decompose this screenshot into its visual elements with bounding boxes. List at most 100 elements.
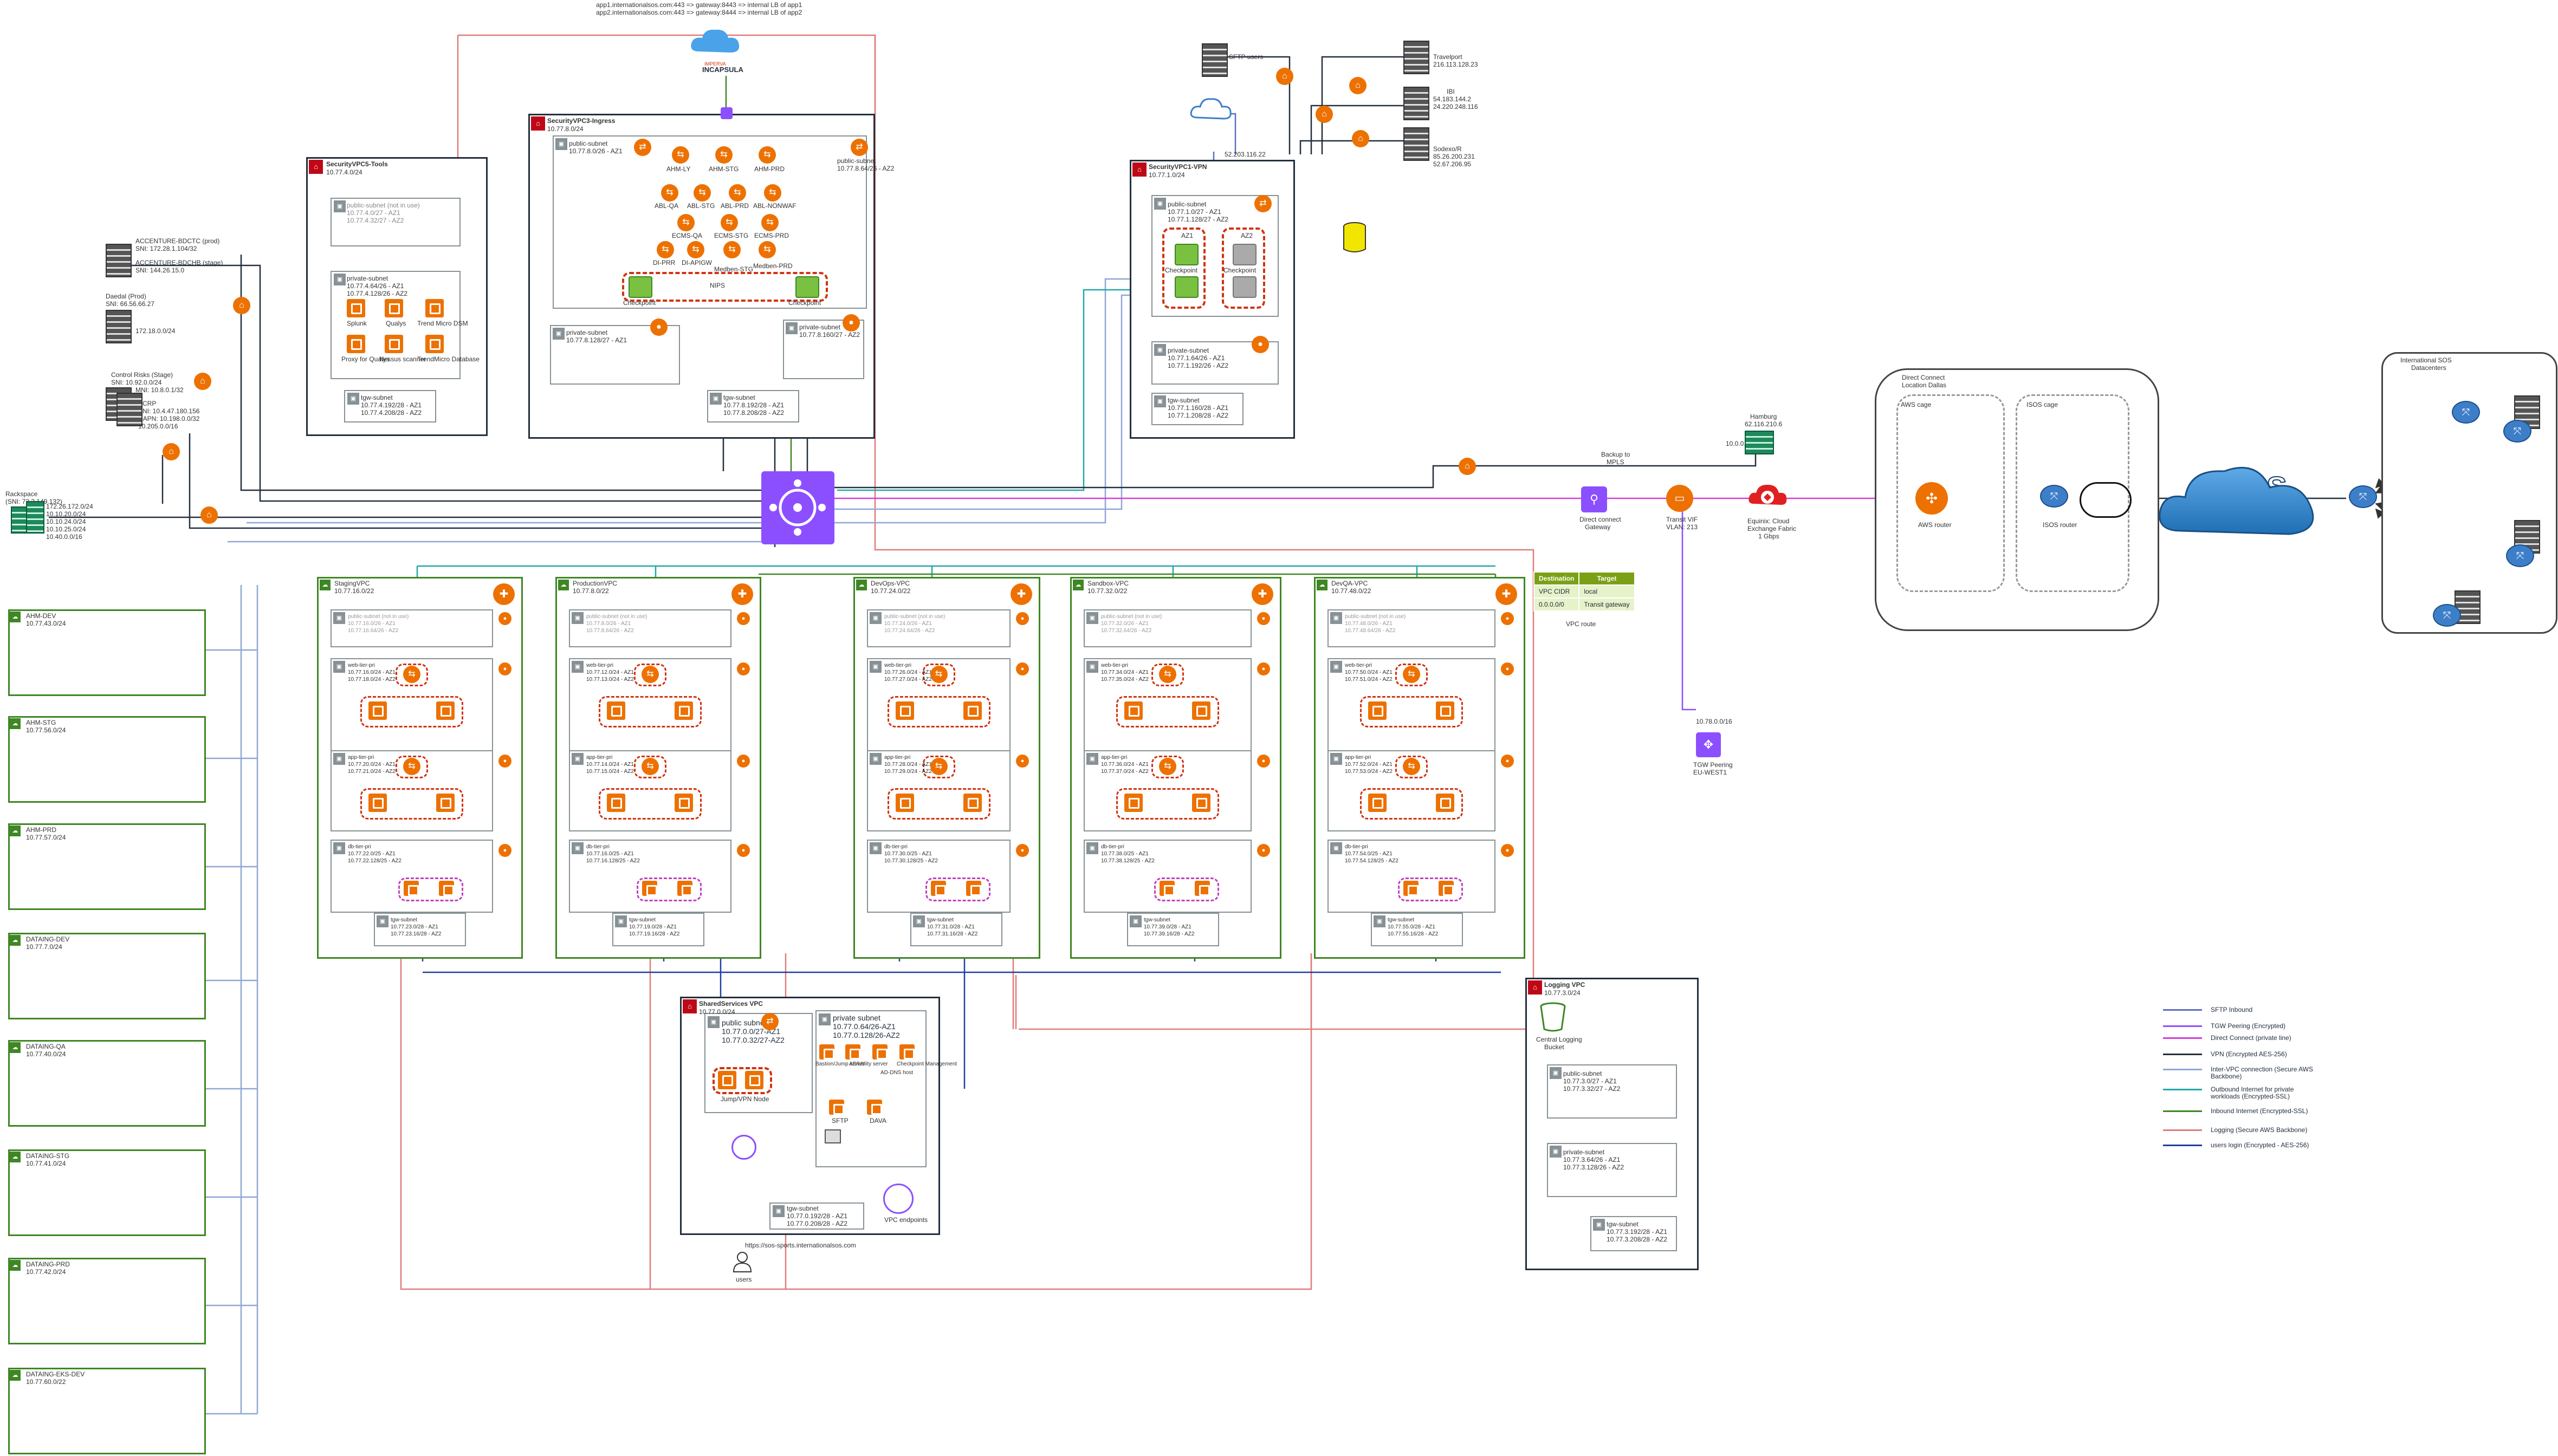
instance-group (887, 788, 990, 820)
sodexo-2: 85.26.200.231 (1433, 153, 1475, 160)
public-subnet (569, 609, 731, 647)
logging-bucket-icon (1539, 1002, 1567, 1032)
tgw-subnet (612, 913, 704, 946)
load-balancer-icon: ⇆ (930, 758, 948, 775)
alb-group (922, 664, 955, 686)
log-tgw-1: tgw-subnet (1607, 1220, 1639, 1228)
rackspace-label-1: Rackspace (5, 490, 38, 498)
dxgw-1: Direct connect (1579, 516, 1621, 523)
rds-icon (1439, 881, 1454, 896)
shared-cidr: 10.77.0.0/24 (699, 1008, 735, 1016)
legend-swatch (2163, 1069, 2202, 1070)
tgw-subnet (374, 913, 466, 946)
ec2-instance-icon (607, 701, 625, 720)
shared-title: SharedServices VPC (699, 1000, 763, 1007)
db-group (925, 877, 990, 901)
rds-icon (1195, 881, 1210, 896)
public-subnet-label: 10.77.24.64/26 - AZ2 (884, 628, 935, 634)
web-tier-subnet (867, 658, 1011, 753)
shared-priv-3: 10.77.0.128/26-AZ2 (833, 1031, 900, 1039)
subnet-icon: ▣ (1086, 612, 1098, 624)
alb-group (1395, 756, 1428, 778)
tools-pub-1: public-subnet (not in use) (347, 202, 420, 209)
ad-utility-icon (845, 1044, 860, 1060)
subnet-icon: ▣ (870, 753, 882, 765)
subnet-icon: ▣ (555, 138, 567, 150)
instance-group (599, 788, 702, 820)
ingress-pub2-a: public-subnet (837, 157, 876, 165)
rds-icon (439, 881, 454, 896)
app-tier-label: 10.77.52.0/24 - AZ1 (1345, 762, 1393, 768)
rt-header-target: Target (1578, 571, 1635, 586)
nat-gateway-icon: ✚ (731, 583, 753, 605)
app-tier-label: app-tier-pri (348, 755, 374, 760)
instance-group (1116, 788, 1219, 820)
app-splunk: Splunk (347, 320, 367, 327)
cp-left: Checkpoint (623, 299, 656, 307)
tgw-subnet-label: 10.77.55.0/28 - AZ1 (1388, 924, 1435, 930)
igw-icon: ⇄ (761, 1013, 779, 1030)
incapsula-cloud-icon (688, 24, 742, 57)
gateway-icon (721, 107, 733, 119)
db-tier-label: db-tier-pri (586, 844, 610, 850)
alb-group (396, 664, 428, 686)
web-tier-label: web-tier-pri (348, 662, 375, 668)
shared-pub-3: 10.77.0.32/27-AZ2 (722, 1036, 785, 1044)
db-tier-label: 10.77.22.0/25 - AZ1 (348, 851, 396, 857)
tgw-subnet-label: 10.77.55.16/28 - AZ2 (1388, 931, 1439, 937)
legend-item: Logging (Secure AWS Backbone) (2163, 1127, 2319, 1134)
alb-label: ABL-QA (655, 202, 679, 210)
ec2-instance-icon (895, 701, 914, 720)
vpn-priv-3: 10.77.1.192/26 - AZ2 (1168, 362, 1229, 369)
sftp-server-icon (1202, 43, 1228, 77)
vpn-eip: 52.203.116.22 (1225, 151, 1266, 158)
peering-2: EU-WEST1 (1693, 769, 1727, 776)
shared-priv-2: 10.77.0.64/26-AZ1 (833, 1022, 896, 1031)
tgw-subnet (1371, 913, 1463, 946)
logging-bucket-1: Central Logging (1536, 1036, 1582, 1043)
ec2-instance-icon (368, 794, 387, 812)
legend-swatch (2163, 1089, 2202, 1090)
subnet-icon: ▣ (1086, 753, 1098, 765)
rds-icon (930, 881, 946, 896)
public-subnet-label: 10.77.16.64/26 - AZ2 (348, 628, 399, 634)
vpn-priv-2: 10.77.1.64/26 - AZ1 (1168, 354, 1225, 362)
equinix-cloud-icon (1747, 477, 1788, 512)
rt-header-dest: Destination (1533, 571, 1580, 586)
cp-az1: Checkpoint (1165, 266, 1198, 274)
subnet-icon: ▣ (553, 328, 565, 340)
server-icon (106, 310, 132, 343)
web-tier-label: 10.77.12.0/24 - AZ1 (586, 670, 634, 675)
vpn-pub-1: public-subnet (1168, 200, 1207, 208)
logging-line (400, 953, 1312, 1290)
vpc-icon: ☁ (10, 935, 21, 946)
tgw-subnet (1127, 913, 1219, 946)
external-vpc-name: DATAING-QA (26, 1043, 66, 1050)
tools-priv-2: 10.77.4.64/26 - AZ1 (347, 282, 404, 290)
external-vpc (8, 933, 206, 1019)
load-balancer-icon: ⇆ (642, 758, 659, 775)
subnet-icon: ▣ (334, 200, 346, 212)
load-balancer-icon: ⇆ (403, 666, 420, 683)
ec2-instance-icon (1192, 794, 1210, 812)
external-vpc-cidr: 10.77.56.0/24 (26, 726, 66, 734)
subnet-icon: ▣ (1330, 753, 1342, 765)
vpn-tgw-3: 10.77.1.208/28 - AZ2 (1168, 412, 1229, 419)
load-balancer-icon: ⇆ (687, 241, 704, 258)
subnet-icon: ▣ (710, 393, 722, 405)
db-tier-subnet (1084, 840, 1252, 913)
web-tier-label: web-tier-pri (1101, 662, 1129, 668)
cp-az2: Checkpoint (1223, 266, 1257, 274)
public-subnet (331, 609, 493, 647)
ibi-3: 24.220.248.116 (1433, 103, 1478, 110)
cp-right: Checkpoint (788, 299, 821, 307)
az2-label: AZ2 (1241, 232, 1253, 239)
sos-dc-1: International SOS (2400, 356, 2452, 364)
rt-cell: VPC CIDR (1533, 584, 1580, 599)
proxy-icon (347, 335, 365, 353)
legend-swatch (2163, 1145, 2202, 1146)
external-vpc-name: AHM-STG (26, 719, 56, 726)
instance-group (360, 696, 463, 727)
workload-vpc-title: DevQA-VPC (1331, 580, 1368, 587)
